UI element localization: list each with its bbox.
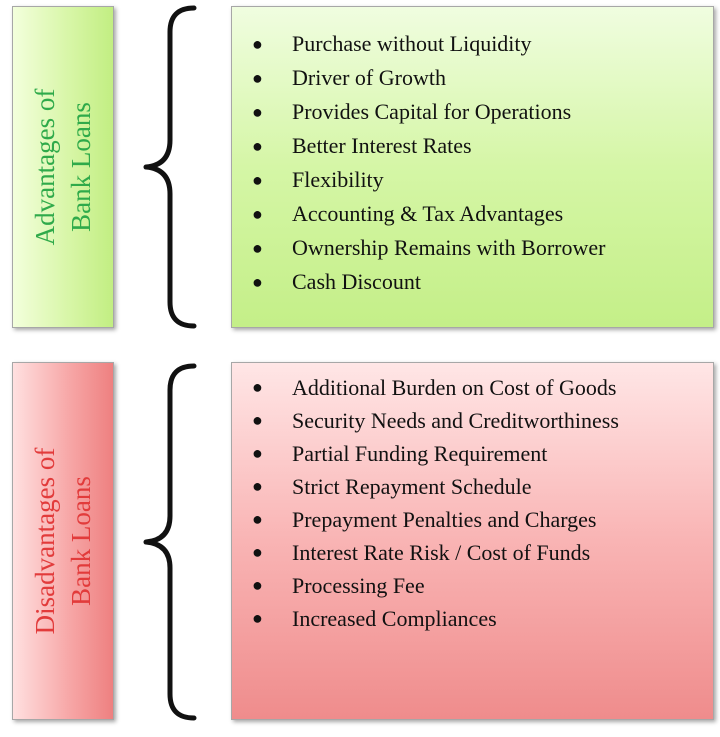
list-item-text: Additional Burden on Cost of Goods — [292, 375, 617, 400]
list-item-text: Increased Compliances — [292, 606, 497, 631]
list-item: ● Additional Burden on Cost of Goods — [232, 371, 707, 404]
list-item: ● Ownership Remains with Borrower — [232, 231, 707, 265]
list-item: ● Provides Capital for Operations — [232, 95, 707, 129]
list-item-text: Interest Rate Risk / Cost of Funds — [292, 540, 591, 565]
advantages-label-box: Advantages of Bank Loans — [12, 6, 114, 328]
bullet-icon: ● — [252, 377, 263, 397]
list-item-text: Security Needs and Creditworthiness — [292, 408, 619, 433]
bullet-icon: ● — [252, 575, 263, 595]
advantages-brace-icon — [143, 5, 197, 329]
list-item: ● Partial Funding Requirement — [232, 437, 707, 470]
bullet-icon: ● — [252, 136, 263, 156]
list-item-text: Partial Funding Requirement — [292, 441, 548, 466]
list-item: ● Processing Fee — [232, 569, 707, 602]
list-item-text: Ownership Remains with Borrower — [292, 235, 606, 260]
bullet-icon: ● — [252, 102, 263, 122]
advantages-label-line2: Bank Loans — [66, 102, 96, 232]
list-item-text: Flexibility — [292, 167, 384, 192]
list-item-text: Prepayment Penalties and Charges — [292, 507, 597, 532]
bullet-icon: ● — [252, 68, 263, 88]
list-item: ● Security Needs and Creditworthiness — [232, 404, 707, 437]
disadvantages-list-box: ● Additional Burden on Cost of Goods ● Sec… — [231, 362, 714, 720]
bullet-icon: ● — [252, 542, 263, 562]
advantages-label-line1: Advantages of — [30, 88, 60, 246]
list-item: ● Accounting & Tax Advantages — [232, 197, 707, 231]
advantages-list: ● Purchase without Liquidity ● Driver of G… — [232, 27, 707, 299]
bullet-icon: ● — [252, 410, 263, 430]
list-item-text: Provides Capital for Operations — [292, 99, 572, 124]
list-item: ● Driver of Growth — [232, 61, 707, 95]
list-item: ● Increased Compliances — [232, 602, 707, 635]
list-item: ● Strict Repayment Schedule — [232, 470, 707, 503]
disadvantages-label: Disadvantages of Bank Loans — [27, 448, 99, 635]
bullet-icon: ● — [252, 34, 263, 54]
list-item-text: Better Interest Rates — [292, 133, 472, 158]
bullet-icon: ● — [252, 443, 263, 463]
list-item-text: Accounting & Tax Advantages — [292, 201, 564, 226]
list-item-text: Purchase without Liquidity — [292, 31, 532, 56]
advantages-list-box: ● Purchase without Liquidity ● Driver of G… — [231, 6, 714, 328]
bullet-icon: ● — [252, 272, 263, 292]
disadvantages-list: ● Additional Burden on Cost of Goods ● Sec… — [232, 371, 707, 635]
list-item-text: Driver of Growth — [292, 65, 446, 90]
bullet-icon: ● — [252, 204, 263, 224]
bullet-icon: ● — [252, 509, 263, 529]
list-item: ● Better Interest Rates — [232, 129, 707, 163]
list-item-text: Cash Discount — [292, 269, 421, 294]
bullet-icon: ● — [252, 476, 263, 496]
advantages-label: Advantages of Bank Loans — [27, 89, 99, 246]
list-item: ● Prepayment Penalties and Charges — [232, 503, 707, 536]
disadvantages-section: Disadvantages of Bank Loans ● Additional … — [0, 355, 720, 737]
list-item: ● Purchase without Liquidity — [232, 27, 707, 61]
disadvantages-brace-icon — [143, 363, 197, 721]
list-item-text: Processing Fee — [292, 573, 425, 598]
bullet-icon: ● — [252, 238, 263, 258]
list-item: ● Interest Rate Risk / Cost of Funds — [232, 536, 707, 569]
list-item-text: Strict Repayment Schedule — [292, 474, 532, 499]
bullet-icon: ● — [252, 608, 263, 628]
disadvantages-label-line2: Bank Loans — [66, 476, 96, 606]
advantages-section: Advantages of Bank Loans ● Purchase witho… — [0, 0, 720, 335]
bullet-icon: ● — [252, 170, 263, 190]
disadvantages-label-box: Disadvantages of Bank Loans — [12, 362, 114, 720]
list-item: ● Cash Discount — [232, 265, 707, 299]
disadvantages-label-line1: Disadvantages of — [30, 447, 60, 635]
list-item: ● Flexibility — [232, 163, 707, 197]
